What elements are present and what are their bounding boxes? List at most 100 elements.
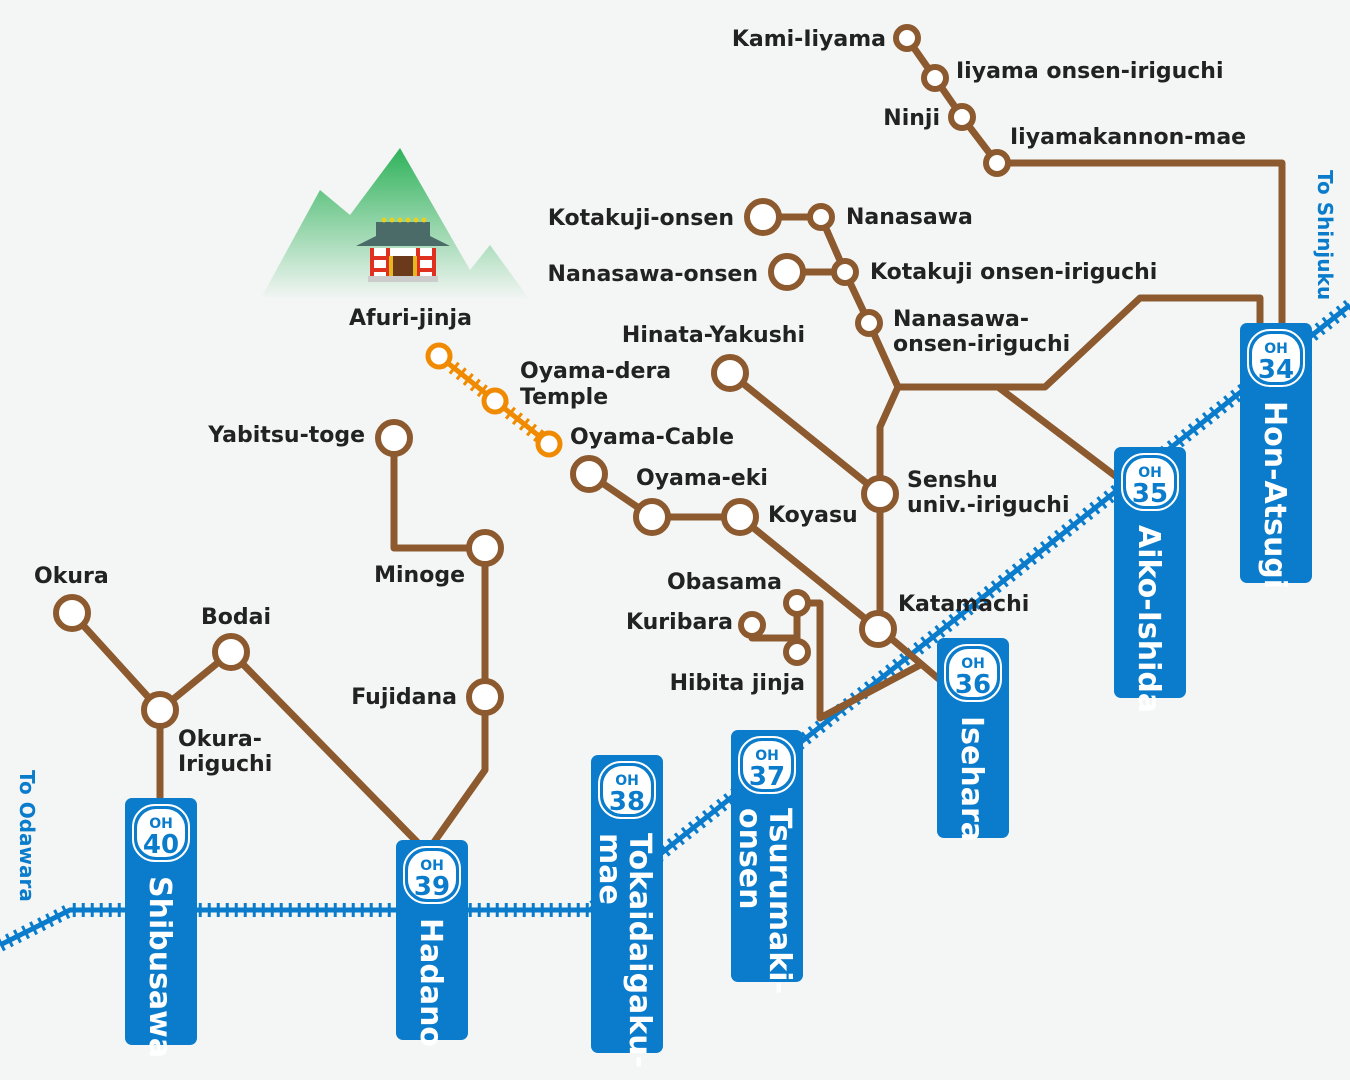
- station-number-icon: [1126, 458, 1174, 506]
- line-code: OH: [1264, 341, 1288, 357]
- station-number: 34: [1258, 355, 1294, 385]
- station-name: Tsurumaki-: [762, 808, 797, 994]
- label-bodai: Bodai: [201, 605, 271, 630]
- stop-yabitsu[interactable]: [375, 419, 413, 457]
- label-kami-iiyama: Kami-Iiyama: [732, 27, 886, 52]
- station-number-icon: [603, 766, 651, 814]
- line-code: OH: [1138, 465, 1162, 481]
- line-code: OH: [755, 748, 779, 764]
- badge-background: [125, 798, 197, 1045]
- badge-background: [1114, 447, 1186, 698]
- label-yabitsu: Yabitsu-toge: [207, 423, 365, 448]
- badge-background: [591, 755, 663, 1053]
- label-okura-iriguchi: Okura-: [178, 727, 262, 752]
- station-number: 37: [749, 762, 785, 792]
- stop-oyama-dera[interactable]: [481, 387, 509, 415]
- stop-hinata-yakushi[interactable]: [711, 354, 749, 392]
- stop-katamachi[interactable]: [859, 610, 897, 648]
- bus-stops: [53, 24, 1011, 729]
- label-minoge: Minoge: [374, 563, 465, 588]
- stop-iiyama-onsen[interactable]: [921, 64, 949, 92]
- stop-minoge[interactable]: [466, 529, 504, 567]
- badge-background: [1240, 323, 1312, 583]
- label-obasama: Obasama: [667, 570, 782, 595]
- station-number-icon: [949, 649, 997, 697]
- direction-to-odawara: To Odawara: [15, 770, 39, 902]
- stop-iiyamakannon[interactable]: [983, 149, 1011, 177]
- stop-kuribara[interactable]: [738, 611, 766, 639]
- label-kotakuji-iriguchi: Kotakuji onsen-iriguchi: [870, 260, 1157, 285]
- stop-okura-iriguchi[interactable]: [141, 691, 179, 729]
- badge-background: [731, 730, 803, 982]
- stop-bodai[interactable]: [212, 633, 250, 671]
- stop-okura[interactable]: [53, 594, 91, 632]
- stop-koyasu[interactable]: [721, 498, 759, 536]
- label-hinata: Hinata-Yakushi: [622, 323, 805, 348]
- odakyu-line: [0, 299, 1350, 952]
- station-number: 39: [414, 872, 450, 902]
- stop-oyama-eki-end[interactable]: [570, 455, 608, 493]
- stop-oyama-cable[interactable]: [535, 430, 563, 458]
- stop-ninji[interactable]: [948, 103, 976, 131]
- station-name-line2: mae: [592, 833, 627, 905]
- station-name-line2: onsen: [732, 808, 767, 910]
- oyama-cable-car: [425, 342, 563, 458]
- station-name: Isehara: [954, 716, 989, 842]
- stop-obasama[interactable]: [783, 589, 811, 617]
- stop-hibita[interactable]: [783, 638, 811, 666]
- stop-oyama-eki[interactable]: [633, 498, 671, 536]
- label-katamachi: Katamachi: [898, 592, 1029, 617]
- station-number: 38: [609, 787, 645, 817]
- station-number-icon: [137, 809, 185, 857]
- label-senshu: Senshu: [907, 468, 998, 493]
- stop-afuri-jinja[interactable]: [425, 342, 453, 370]
- station-name: Hadano: [413, 918, 448, 1047]
- label-okura: Okura: [34, 564, 109, 589]
- label-nanasawa-onsen: Nanasawa-onsen: [548, 262, 758, 287]
- station-name: Shibusawa: [142, 876, 177, 1058]
- station-number: 35: [1132, 479, 1168, 509]
- label-nanasawa-iriguchi: Nanasawa-: [893, 307, 1029, 332]
- line-code: OH: [420, 858, 444, 874]
- label-ninji: Ninji: [883, 106, 940, 131]
- line-code: OH: [149, 816, 173, 832]
- stop-nanasawa[interactable]: [807, 203, 835, 231]
- label-oyama-cable: Oyama-Cable: [570, 425, 734, 450]
- station-number-icon: [408, 851, 456, 899]
- stop-nanasawa-iriguchi[interactable]: [855, 309, 883, 337]
- label-kotakuji-onsen: Kotakuji-onsen: [548, 206, 734, 231]
- station-number-icon: [743, 741, 791, 789]
- label-iiyamakannon: Iiyamakannon-mae: [1010, 125, 1246, 150]
- stop-labels: Kami-Iiyama Iiyama onsen-iriguchi Ninji …: [34, 27, 1246, 777]
- stop-fujidana[interactable]: [466, 678, 504, 716]
- direction-to-shinjuku: To Shinjuku: [1313, 170, 1337, 300]
- label-nanasawa: Nanasawa: [846, 205, 973, 230]
- line-code: OH: [961, 656, 985, 672]
- label-okura-iriguchi-2: Iriguchi: [178, 752, 272, 777]
- station-number: 36: [955, 670, 991, 700]
- stop-kotakuji-onsen[interactable]: [744, 198, 782, 236]
- mountain-shrine-illustration: [260, 148, 530, 300]
- stop-kami-iiyama[interactable]: [893, 24, 921, 52]
- label-iiyama-onsen: Iiyama onsen-iriguchi: [956, 59, 1224, 84]
- line-code: OH: [615, 773, 639, 789]
- label-fujidana: Fujidana: [351, 685, 457, 710]
- stop-nanasawa-onsen[interactable]: [768, 253, 806, 291]
- stop-kotakuji-iriguchi[interactable]: [831, 258, 859, 286]
- stop-senshu[interactable]: [861, 475, 899, 513]
- label-koyasu: Koyasu: [768, 503, 858, 528]
- station-name: Aiko-Ishida: [1131, 525, 1166, 713]
- label-nanasawa-iriguchi-2: onsen-iriguchi: [893, 332, 1070, 357]
- station-name: Hon-Atsugi: [1257, 401, 1292, 589]
- label-oyamadera-2: Temple: [520, 385, 608, 410]
- label-kuribara: Kuribara: [626, 610, 733, 635]
